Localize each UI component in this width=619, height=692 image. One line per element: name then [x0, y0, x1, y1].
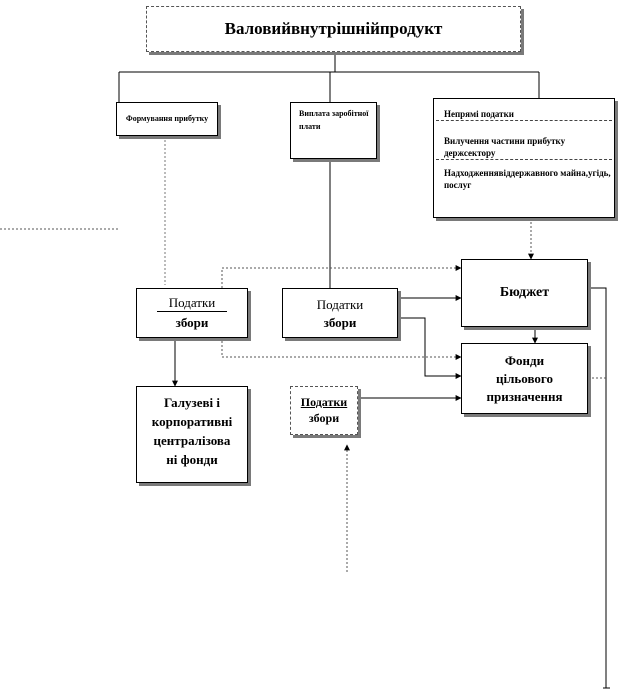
taxes-mid-line2: збори — [323, 314, 357, 330]
budget-outflow-line — [588, 287, 607, 688]
taxes-lower-box: Податки збори — [290, 386, 358, 435]
indirect-taxes-label: Непрямі податки — [444, 109, 514, 119]
state-property-label: Надходженнявіддержавного майна,угідь, по… — [444, 168, 611, 191]
wages-box: Виплата заробітної плати — [290, 102, 377, 159]
taxes-left-line2: збори — [175, 315, 209, 330]
taxes-left-box: Податки збори — [136, 288, 248, 338]
taxes-mid-box: Податки збори — [282, 288, 398, 338]
gdp-title: Валовийвнутрішнійпродукт — [224, 19, 443, 38]
left-taxes-to-funds-line — [221, 337, 462, 360]
budget-box: Бюджет — [461, 259, 588, 327]
revenue-divider-1 — [436, 120, 612, 121]
target-funds-line1: Фонди — [504, 353, 545, 368]
left-taxes-to-budget-line — [221, 265, 462, 288]
target-funds-box: Фонди цільового призначення — [461, 343, 588, 414]
sector-funds-line2: корпоративні — [151, 413, 233, 429]
revenue-divider-2 — [436, 159, 612, 160]
target-funds-line2: цільового — [496, 371, 553, 387]
budget-label: Бюджет — [499, 285, 550, 300]
wages-label: Виплата заробітної плати — [299, 109, 369, 131]
taxes-lower-line2: збори — [308, 411, 340, 426]
mid-taxes-to-funds-line — [398, 317, 462, 379]
state-revenue-box: Непрямі податки Вилучення частини прибут… — [433, 98, 615, 218]
taxes-left-line1: Податки — [168, 295, 216, 310]
profit-box: Формування прибутку — [116, 102, 218, 136]
target-funds-line3: призначення — [486, 389, 563, 405]
taxes-left-underline — [157, 311, 227, 312]
sector-funds-line4: ні фонди — [166, 451, 218, 467]
profit-withdrawal-label: Вилучення частини прибутку держсектору — [444, 136, 566, 158]
sector-funds-line3: централізова — [153, 432, 231, 448]
taxes-lower-line1: Податки — [300, 395, 348, 409]
sector-funds-line1: Галузеві і — [163, 395, 221, 410]
gdp-box: Валовийвнутрішнійпродукт — [146, 6, 521, 52]
profit-label: Формування прибутку — [125, 113, 209, 123]
sector-funds-box: Галузеві і корпоративні централізова ні … — [136, 386, 248, 483]
taxes-mid-line1: Податки — [316, 297, 364, 312]
